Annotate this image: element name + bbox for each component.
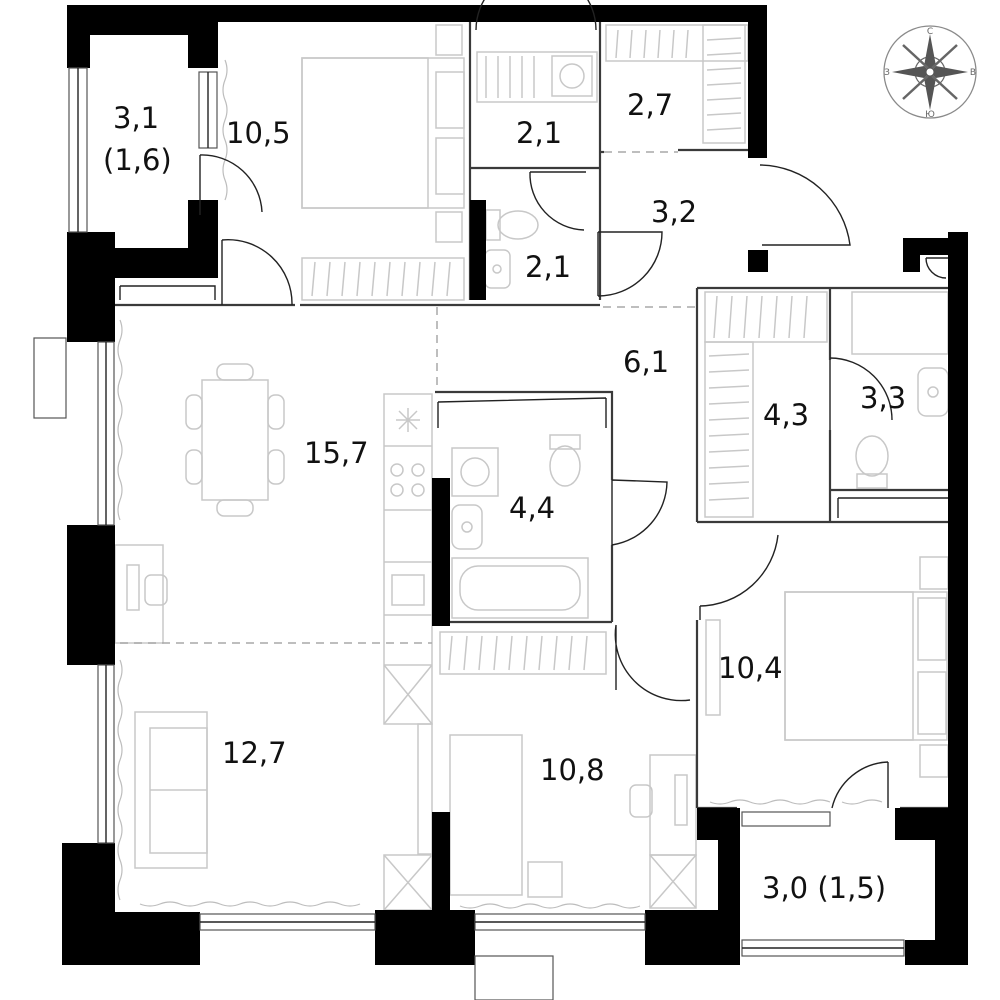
compass-north: С <box>927 27 933 37</box>
double-bed-icon <box>784 556 949 778</box>
kitchen-counter-icon <box>383 393 433 725</box>
toilet-icon <box>485 209 539 241</box>
room-labels: 3,1 (1,6) 10,5 2,1 2,7 2,1 3,2 6,1 15,7 … <box>103 88 906 905</box>
toilet-icon <box>855 435 889 489</box>
room-area-bedroom-1: 10,5 <box>226 116 291 150</box>
sink-icon <box>484 249 511 289</box>
washing-machine-icon <box>476 51 598 103</box>
bathtub-icon <box>451 557 589 619</box>
exterior-walls <box>62 5 968 965</box>
wardrobe-icon <box>605 24 749 144</box>
room-area-balcony-left-net: (1,6) <box>103 143 172 177</box>
room-area-bedroom-3: 10,8 <box>540 753 605 787</box>
window <box>33 337 67 419</box>
room-area-balcony-right: 3,0 (1,5) <box>762 871 886 905</box>
window <box>68 67 88 233</box>
double-bed-icon <box>301 24 465 243</box>
furniture <box>114 24 949 911</box>
room-area-living: 12,7 <box>222 736 287 770</box>
wardrobe-icon <box>301 257 465 301</box>
sofa-icon <box>134 711 208 869</box>
windows <box>33 67 905 1000</box>
compass-east: В <box>970 68 976 78</box>
room-area-wardrobe-top: 2,7 <box>627 88 673 122</box>
room-area-wardrobe-right: 4,3 <box>763 398 809 432</box>
cabinet-icon <box>383 854 433 911</box>
sink-icon <box>451 504 483 550</box>
desk-icon <box>629 754 697 856</box>
wardrobe-icon <box>704 291 828 518</box>
shower-icon <box>851 291 949 355</box>
sink-icon <box>917 367 949 417</box>
washing-machine-icon <box>451 447 499 497</box>
room-area-bathroom-center: 4,4 <box>509 491 555 525</box>
room-area-balcony-left: 3,1 <box>113 101 159 135</box>
room-area-bathroom-right: 3,3 <box>860 381 906 415</box>
window <box>741 939 905 957</box>
cabinet-icon <box>649 854 697 909</box>
dining-table-icon <box>185 363 285 517</box>
desk-icon <box>114 544 168 644</box>
room-area-wc: 2,1 <box>525 250 571 284</box>
window <box>199 913 376 931</box>
toilet-icon <box>549 434 581 487</box>
window <box>741 811 831 827</box>
compass-south: Ю <box>925 110 935 120</box>
room-area-dining: 15,7 <box>304 436 369 470</box>
doors <box>119 0 948 809</box>
compass-west: З <box>884 68 890 78</box>
wardrobe-icon <box>439 631 607 675</box>
room-area-corridor: 6,1 <box>623 345 669 379</box>
room-area-bathroom-1: 2,1 <box>516 116 562 150</box>
room-area-entry-hall: 3,2 <box>651 195 697 229</box>
window <box>97 664 115 844</box>
room-area-bedroom-2: 10,4 <box>718 651 783 685</box>
window <box>474 913 646 1000</box>
compass-rose-icon: С Ю З В <box>883 25 977 120</box>
window <box>97 341 115 526</box>
window <box>198 71 218 149</box>
